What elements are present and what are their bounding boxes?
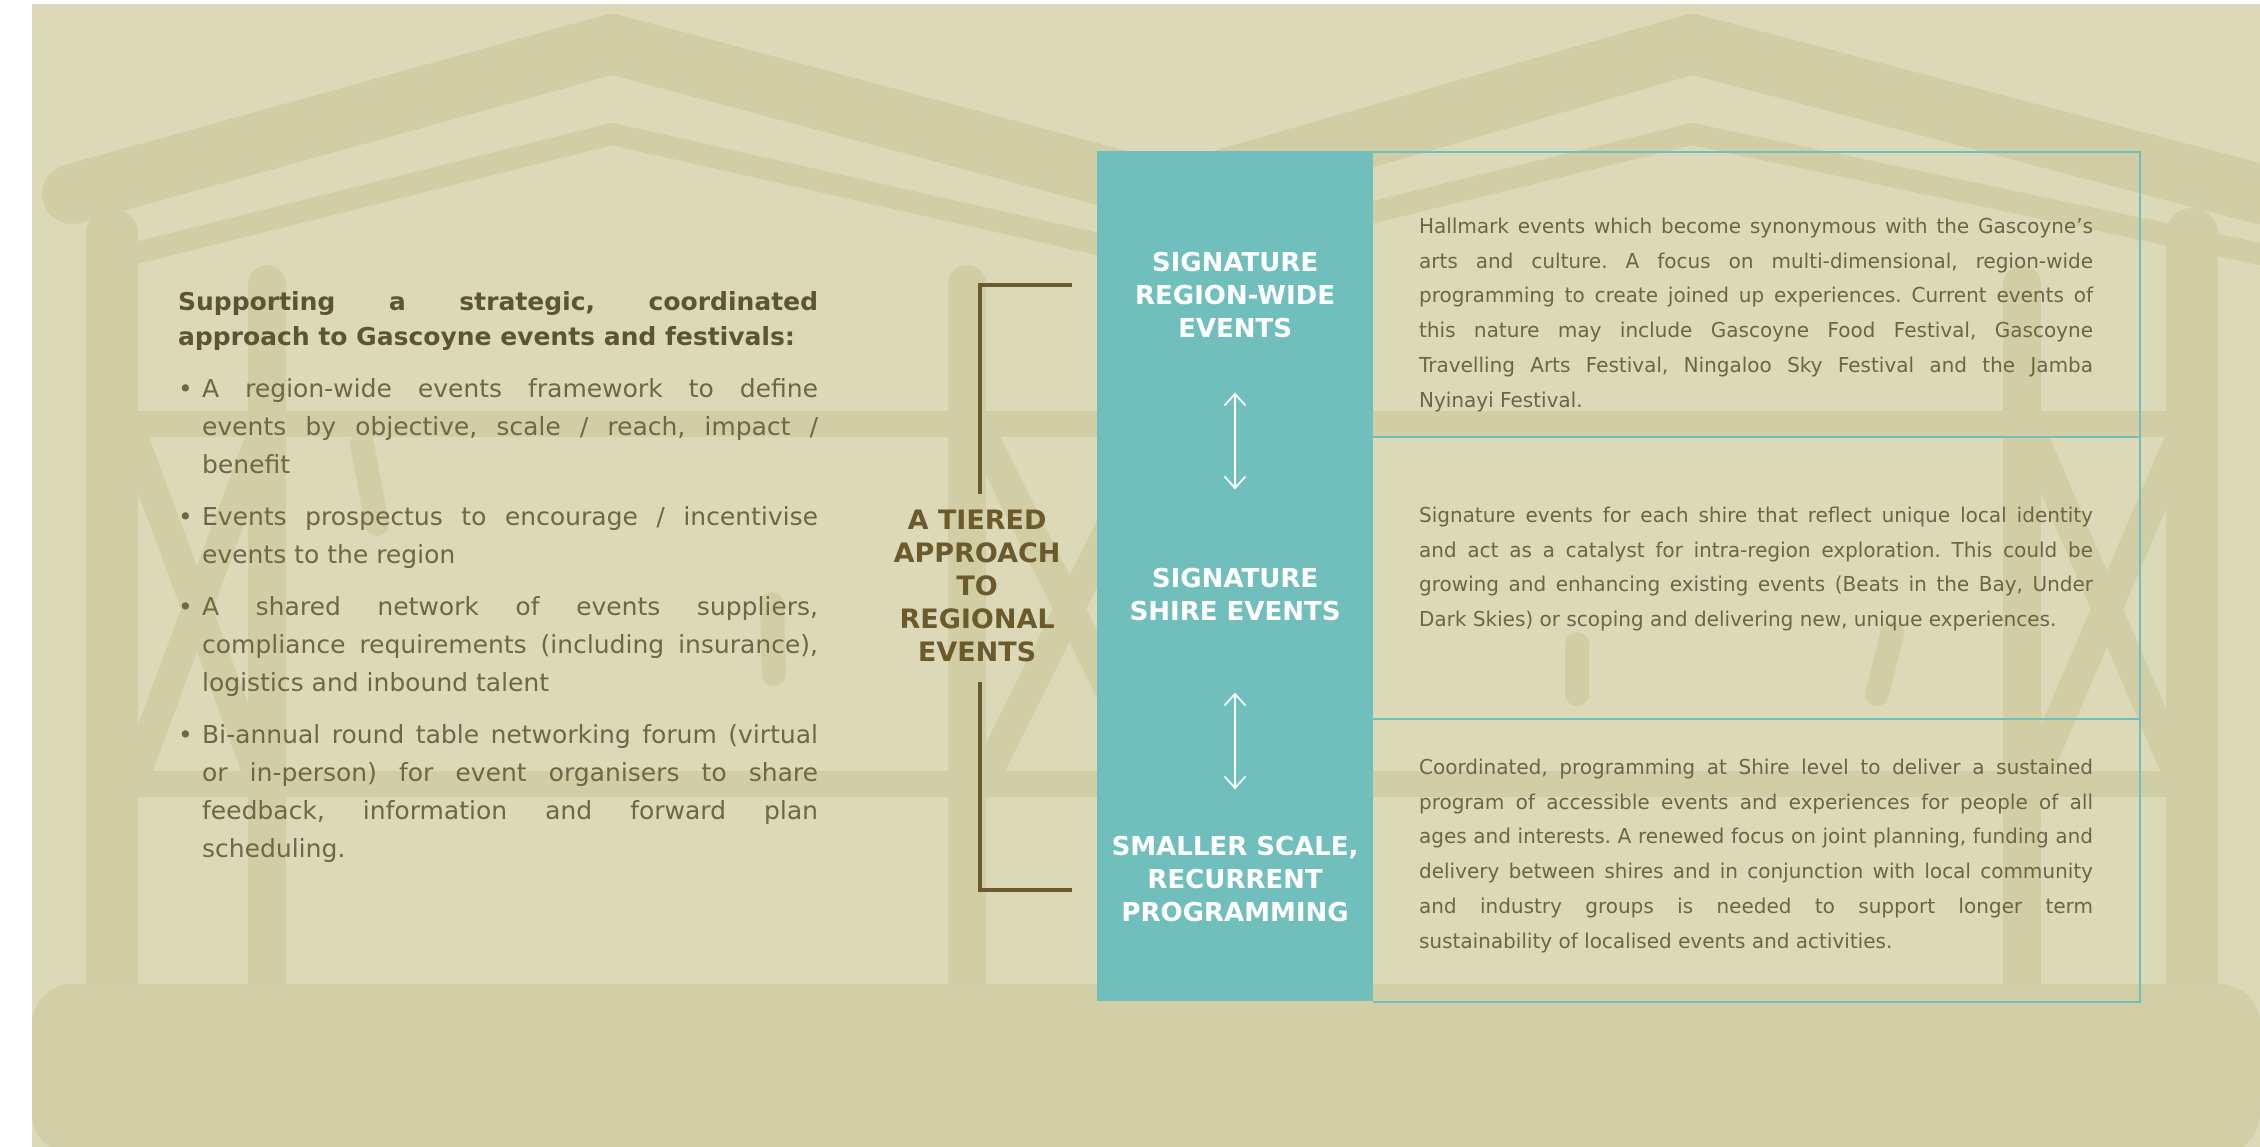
bracket-top-horizontal — [978, 283, 1072, 287]
double-headed-vertical-arrow-icon — [1224, 392, 1246, 490]
list-item: • A region-wide events framework to defin… — [178, 370, 818, 484]
list-item-text: A region-wide events framework to define… — [202, 374, 818, 479]
tier-descriptions: Hallmark events which become synonymous … — [1373, 151, 2141, 1003]
tier-description-shire: Signature events for each shire that ref… — [1419, 503, 2093, 632]
double-headed-vertical-arrow-icon — [1224, 692, 1246, 790]
tier-label: A TIERED APPROACH TO REGIONAL EVENTS — [893, 505, 1061, 668]
left-heading: Supporting a strategic, coordinated appr… — [178, 287, 818, 351]
list-item: • Events prospectus to encourage / incent… — [178, 498, 818, 574]
tier-description-recurrent: Coordinated, programming at Shire level … — [1419, 755, 2093, 953]
list-item: • Bi-annual round table networking forum … — [178, 716, 818, 868]
list-item-text: Events prospectus to encourage / incenti… — [202, 502, 818, 569]
list-item: • A shared network of events suppliers, c… — [178, 588, 818, 702]
bullet-list: • A region-wide events framework to defin… — [178, 370, 818, 868]
list-item-text: Bi-annual round table networking forum (… — [202, 720, 818, 863]
bracket-bottom-vertical — [978, 682, 982, 892]
tier-title-region: SIGNATURE REGION-WIDE EVENTS — [1135, 248, 1335, 344]
tier-title-recurrent: SMALLER SCALE, RECURRENT PROGRAMMING — [1111, 832, 1359, 928]
bullet-glyph: • — [178, 502, 193, 531]
bullet-glyph: • — [178, 720, 193, 749]
divider — [1373, 718, 2139, 720]
left-column: Supporting a strategic, coordinated appr… — [178, 284, 818, 882]
bracket-bottom-horizontal — [978, 888, 1072, 892]
tier-column: SIGNATURE REGION-WIDE EVENTS SIGNATURE S… — [1097, 151, 1373, 1001]
bracket-top-vertical — [978, 283, 982, 494]
tier-title-shire: SIGNATURE SHIRE EVENTS — [1129, 564, 1341, 627]
list-item-text: A shared network of events suppliers, co… — [202, 592, 818, 697]
page: Supporting a strategic, coordinated appr… — [32, 4, 2260, 1147]
bullet-glyph: • — [178, 374, 193, 403]
bullet-glyph: • — [178, 592, 193, 621]
divider — [1373, 436, 2139, 438]
tier-description-region: Hallmark events which become synonymous … — [1419, 214, 2093, 412]
